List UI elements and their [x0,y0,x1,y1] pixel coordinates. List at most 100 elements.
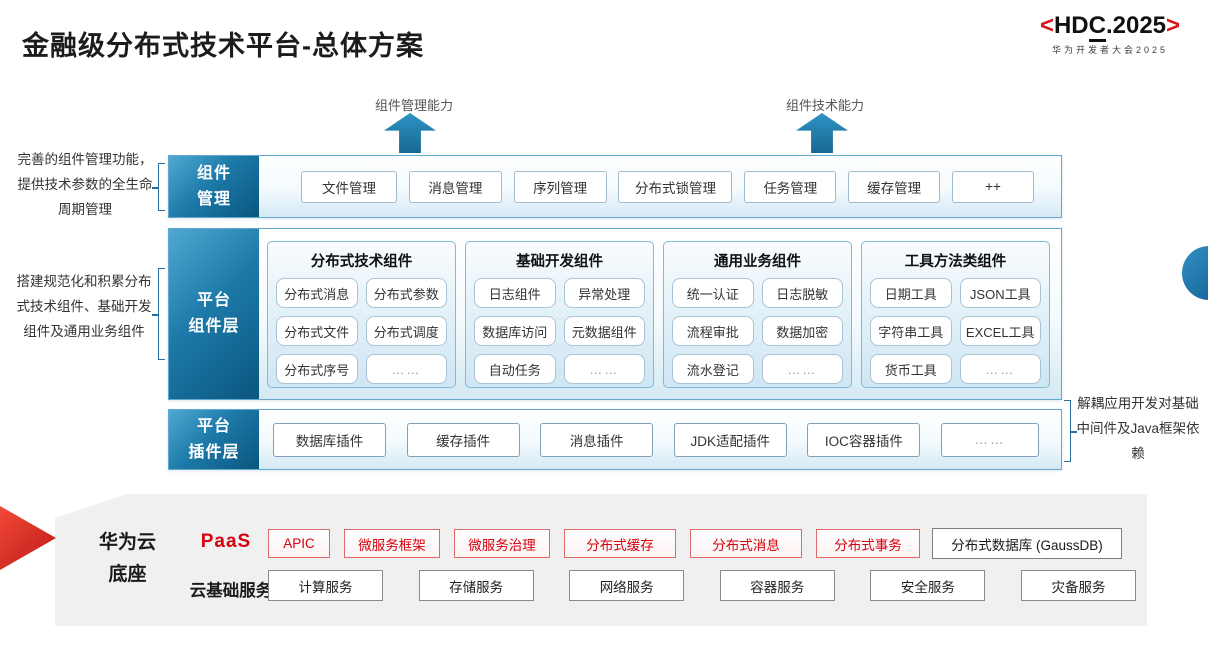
component-item: EXCEL工具 [959,316,1041,346]
component-group-distributed: 分布式技术组件 分布式消息 分布式参数 分布式文件 分布式调度 分布式序号 …… [267,241,456,388]
bracket-right-icon [1064,400,1077,462]
capability-label-mgmt: 组件管理能力 [375,98,454,113]
mgmt-item: 任务管理 [744,170,837,203]
foundation-label-line: 底座 [108,564,147,586]
bracket-left-bottom-icon [152,268,165,360]
paas-item: 分布式事务 [816,529,920,558]
paas-row: APIC 微服务框架 微服务治理 分布式缓存 分布式消息 分布式事务 分布式数据… [268,528,1122,559]
layer-label-line: 管理 [196,190,231,208]
paas-item: 微服务治理 [454,529,550,558]
group-title: 工具方法类组件 [904,254,1007,270]
mgmt-item-plus: ++ [951,170,1034,203]
component-item: 自动任务 [474,354,556,384]
plugin-item: 消息插件 [540,422,654,457]
paas-db-item: 分布式数据库 (GaussDB) [932,528,1122,559]
hdc-logo: <HDC.2025> 华为开发者大会2025 [1020,12,1200,56]
cloud-item: 计算服务 [268,570,383,601]
component-item: 流水登记 [672,354,754,384]
layer-platform-plugins: 平台 插件层 数据库插件 缓存插件 消息插件 JDK适配插件 IOC容器插件 …… [168,409,1062,470]
hdc-logo-subtitle: 华为开发者大会2025 [1051,45,1169,55]
group-title: 通用业务组件 [714,254,801,270]
group-grid: 统一认证 日志脱敏 流程审批 数据加密 流水登记 …… [672,278,843,384]
layer-component-management: 组件 管理 文件管理 消息管理 序列管理 分布式锁管理 任务管理 缓存管理 ++ [168,155,1062,218]
component-item: 日期工具 [870,278,952,308]
plugin-item: 缓存插件 [406,422,520,457]
plugin-item-more: …… [940,422,1039,457]
paas-item: 微服务框架 [344,529,440,558]
paas-label: PaaS [200,531,252,552]
cloud-item: 安全服务 [870,570,986,601]
up-arrow-icon-mgmt [384,113,436,153]
component-group-tools: 工具方法类组件 日期工具 JSON工具 字符串工具 EXCEL工具 货币工具 …… [861,241,1050,388]
mgmt-item: 分布式锁管理 [618,170,733,203]
component-item: 元数据组件 [563,316,645,346]
layer-content-platform-plugins: 数据库插件 缓存插件 消息插件 JDK适配插件 IOC容器插件 …… [259,410,1061,469]
cloud-item: 网络服务 [569,570,685,601]
foundation-label-line: 华为云 [98,532,156,553]
layer-label-line: 平台 [196,292,231,310]
layer-label-component-management: 组件 管理 [169,156,259,217]
component-item: 流程审批 [672,316,754,346]
component-item: 分布式参数 [365,278,447,308]
cloud-item: 容器服务 [719,570,835,601]
note-right: 解耦应用开发对基础中间件及Java框架依赖 [1076,396,1200,461]
foundation-panel [55,494,1147,626]
layer-label-platform-plugins: 平台 插件层 [169,410,259,469]
paas-item: APIC [268,529,330,558]
layer-label-line: 插件层 [188,443,240,461]
component-item: 字符串工具 [870,316,952,346]
bracket-left-top-icon [152,163,165,211]
cloud-services-label: 云基础服务 [189,582,273,600]
cloud-item: 存储服务 [418,570,534,601]
group-grid: 日志组件 异常处理 数据库访问 元数据组件 自动任务 …… [474,278,645,384]
layer-label-line: 平台 [196,417,231,435]
page-title: 金融级分布式技术平台-总体方案 [22,31,424,61]
component-item: 货币工具 [870,354,952,384]
paas-item: 分布式消息 [690,529,802,558]
component-item: 日志脱敏 [761,278,843,308]
mgmt-item: 消息管理 [408,170,502,203]
capability-label-tech: 组件技术能力 [786,98,865,113]
component-item: 分布式消息 [276,278,358,308]
note-left-top: 完善的组件管理功能，提供技术参数的全生命周期管理 [17,152,153,217]
layer-label-platform-components: 平台 组件层 [169,229,259,399]
paas-item: 分布式缓存 [564,529,676,558]
group-title: 分布式技术组件 [310,254,413,270]
hdc-logo-text: <HDC.2025> [1020,12,1200,42]
layer-content-component-management: 文件管理 消息管理 序列管理 分布式锁管理 任务管理 缓存管理 ++ [259,156,1061,217]
component-group-common-business: 通用业务组件 统一认证 日志脱敏 流程审批 数据加密 流水登记 …… [663,241,852,388]
edge-circle-decoration [1182,246,1208,300]
up-arrow-icon-tech [796,113,848,153]
component-item-more: …… [959,354,1041,384]
component-item: 日志组件 [474,278,556,308]
component-item: 异常处理 [563,278,645,308]
foundation-label: 华为云 底座 [75,527,180,592]
group-title: 基础开发组件 [516,254,603,270]
component-item-more: …… [365,354,447,384]
plugin-item: 数据库插件 [273,422,386,457]
cloud-item: 灾备服务 [1020,570,1136,601]
component-item: JSON工具 [959,278,1041,308]
mgmt-item: 序列管理 [513,170,607,203]
plugin-item: IOC容器插件 [807,422,921,457]
component-item-more: …… [563,354,645,384]
component-item: 统一认证 [672,278,754,308]
layer-platform-components: 平台 组件层 分布式技术组件 分布式消息 分布式参数 分布式文件 分布式调度 分… [168,228,1062,400]
layer-content-platform-components: 分布式技术组件 分布式消息 分布式参数 分布式文件 分布式调度 分布式序号 ……… [259,229,1061,399]
component-item: 数据库访问 [474,316,556,346]
plugin-item: JDK适配插件 [673,422,787,457]
note-left-bottom: 搭建规范化和积累分布式技术组件、基础开发组件及通用业务组件 [16,274,152,339]
logo-left-bracket-icon: < [1039,12,1054,39]
component-item: 数据加密 [761,316,843,346]
group-grid: 分布式消息 分布式参数 分布式文件 分布式调度 分布式序号 …… [276,278,447,384]
group-grid: 日期工具 JSON工具 字符串工具 EXCEL工具 货币工具 …… [870,278,1041,384]
component-item-more: …… [761,354,843,384]
red-arrow-icon [0,506,56,570]
layer-label-line: 组件层 [188,318,240,335]
logo-underlined-letter: C [1088,12,1106,42]
component-item: 分布式文件 [276,316,358,346]
mgmt-item: 缓存管理 [848,170,941,203]
component-item: 分布式调度 [365,316,447,346]
component-item: 分布式序号 [276,354,358,384]
